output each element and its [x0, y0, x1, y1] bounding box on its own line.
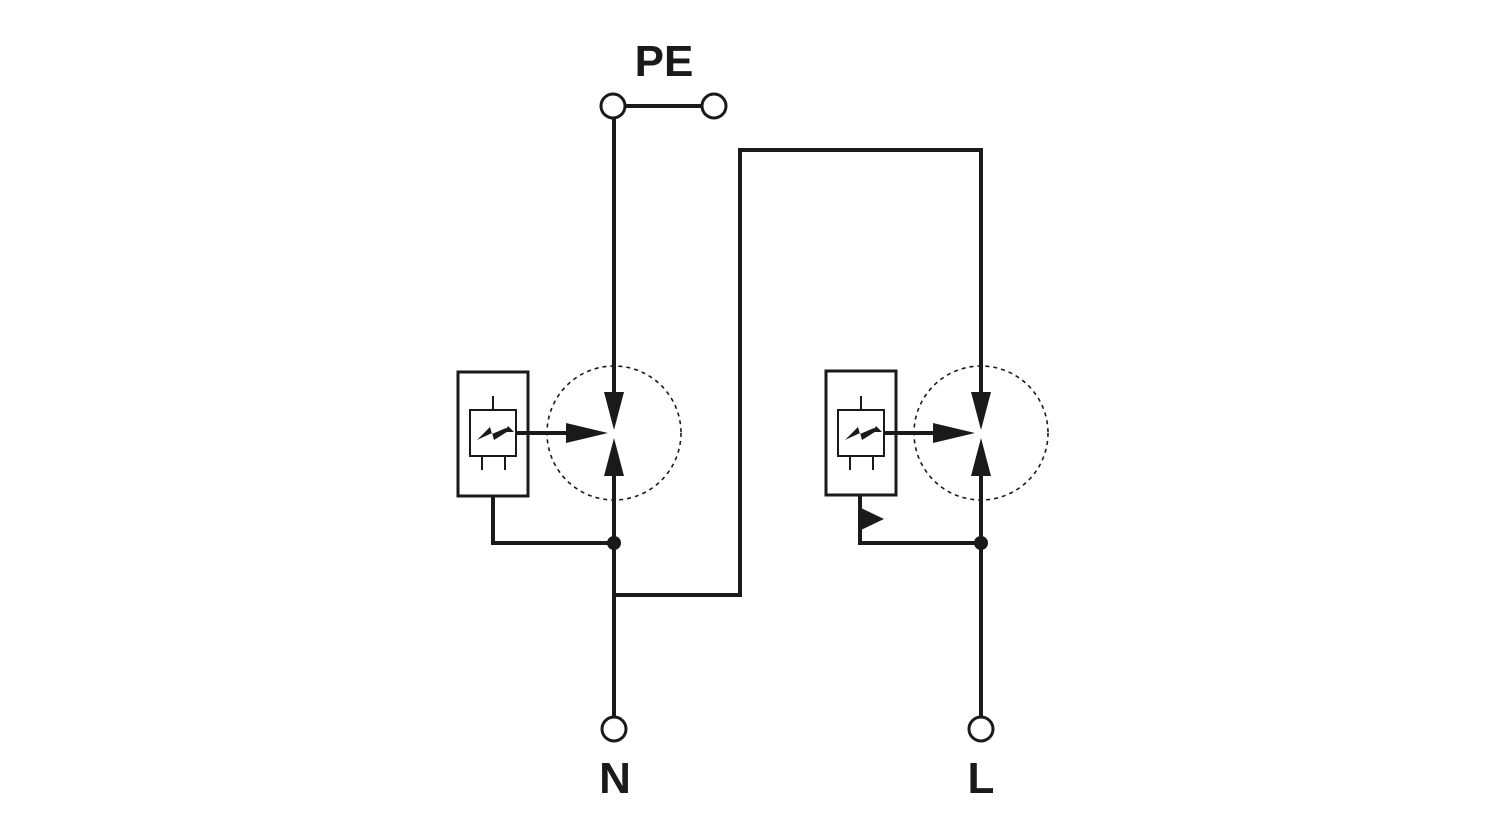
- right-module-indicator-flag: [861, 508, 884, 530]
- right-module-return-wire: [858, 494, 983, 545]
- terminal-pe-2: [700, 92, 728, 120]
- right-trigger-arrow: [933, 423, 975, 443]
- right-lightning-icon: [845, 427, 878, 440]
- right-upper-electrode-arrow: [971, 392, 991, 430]
- terminal-label-pe: PE: [635, 37, 694, 86]
- left-trigger-arrow: [566, 423, 608, 443]
- terminal-pe-1: [599, 92, 627, 120]
- left-lower-electrode-arrow: [604, 438, 624, 476]
- left-upper-electrode-arrow: [604, 392, 624, 430]
- junction-dot-left: [607, 536, 621, 550]
- left-module-return-wire: [491, 494, 616, 545]
- right-lower-electrode-arrow: [971, 438, 991, 476]
- terminal-l: [967, 715, 995, 743]
- terminal-label-n: N: [599, 754, 631, 803]
- terminal-n: [600, 715, 628, 743]
- crossover-wire: [612, 148, 983, 597]
- terminal-label-l: L: [968, 754, 995, 803]
- junction-dot-right: [974, 536, 988, 550]
- left-lightning-icon: [477, 427, 510, 440]
